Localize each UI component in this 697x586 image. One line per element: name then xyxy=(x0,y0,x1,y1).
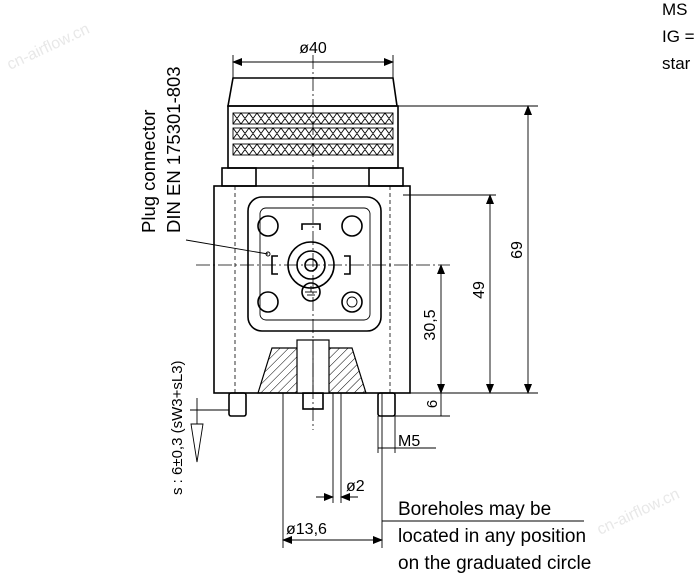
plug-connector-text: Plug connector xyxy=(138,110,159,233)
screw-top-right xyxy=(341,215,363,237)
screw-bottom-left xyxy=(257,291,279,313)
valve-base-section xyxy=(228,339,396,417)
dimension-thread: M5 xyxy=(377,416,436,453)
dimension-hole: ø2 xyxy=(316,393,365,503)
dimension-height-30-5: 30,5 xyxy=(422,264,445,394)
header-line-3: star xyxy=(662,54,691,73)
center-lines xyxy=(196,55,450,430)
dimension-width: ø40 xyxy=(232,40,394,78)
stroke-formula-text: s : 6±0,3 (sW3+sL3) xyxy=(169,360,186,495)
borehole-note-line-3: on the graduated circle xyxy=(398,553,591,574)
dim-thread-label: M5 xyxy=(398,433,420,450)
watermarks: cn-airflow.cn cn-airflow.cn xyxy=(5,21,683,539)
dim-circle-label: ø13,6 xyxy=(286,521,327,538)
header-line-2: IG = xyxy=(662,27,695,46)
dim-hole-label: ø2 xyxy=(346,478,365,495)
borehole-note-line-1: Boreholes may be xyxy=(398,499,551,520)
din-standard-text: DIN EN 175301-803 xyxy=(163,66,184,233)
dim-height-49-label: 49 xyxy=(471,281,488,299)
dim-height-6-label: 6 xyxy=(424,400,441,408)
dim-height-30-5-label: 30,5 xyxy=(422,309,439,340)
borehole-note: Boreholes may be located in any position… xyxy=(382,499,591,574)
stroke-indicator: s : 6±0,3 (sW3+sL3) xyxy=(169,360,229,495)
screw-bottom-right xyxy=(341,291,363,313)
screw-top-left xyxy=(257,215,279,237)
dim-height-69-label: 69 xyxy=(509,241,526,259)
dimension-height-total: 69 xyxy=(397,105,538,394)
dimension-height-6: 6 xyxy=(395,393,450,417)
dimension-circle: ø13,6 xyxy=(282,393,383,548)
header-text: MS IG = star xyxy=(662,0,695,73)
plug-connector-label: Plug connector DIN EN 175301-803 xyxy=(138,66,269,255)
header-line-1: MS xyxy=(662,0,688,19)
watermark-top-left: cn-airflow.cn xyxy=(5,21,93,74)
borehole-note-line-2: located in any position xyxy=(398,526,586,547)
watermark-bottom-right: cn-airflow.cn xyxy=(595,486,683,539)
dimension-height-49: 49 xyxy=(403,194,496,394)
plug-socket-face xyxy=(247,196,382,332)
dim-width-label: ø40 xyxy=(299,40,327,57)
